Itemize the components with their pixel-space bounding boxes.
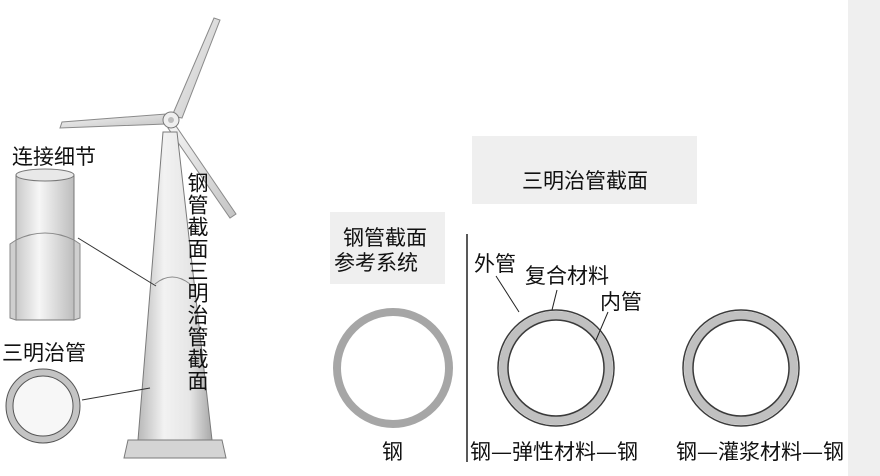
- title-background: [472, 136, 697, 204]
- outer-tube-label: 外管: [474, 252, 516, 276]
- composite-material-label: 复合材料: [525, 264, 609, 288]
- reference-label-background: [330, 212, 445, 284]
- steel-ring: [333, 308, 453, 428]
- sandwich-tube-cross-section: [5, 368, 81, 444]
- outer-tube-leader: [495, 275, 520, 313]
- inner-tube-label: 内管: [600, 290, 642, 314]
- right-edge-panel: [848, 0, 880, 476]
- steel-grout-steel-ring: [682, 309, 800, 427]
- sandwich-leader-line: [81, 387, 151, 401]
- reference-label-line2: 参考系统: [334, 251, 418, 275]
- tower-joint-line: [154, 276, 191, 285]
- connection-detail-tube: [9, 168, 81, 321]
- reference-label-line1: 钢管截面: [343, 226, 427, 250]
- connection-detail-label: 连接细节: [12, 145, 96, 169]
- steel-grout-steel-caption: 钢—灌浆材料—钢: [676, 440, 844, 464]
- figure-title: 三明治管截面: [522, 169, 648, 193]
- composite-leader: [551, 289, 558, 311]
- wind-turbine: [59, 17, 237, 459]
- turbine-blade-up: [171, 17, 221, 119]
- vertical-caption: 钢管截面三明治管截面: [185, 172, 209, 392]
- steel-elastic-steel-ring: [497, 309, 615, 427]
- inner-tube-leader: [595, 311, 609, 341]
- steel-caption: 钢: [382, 440, 403, 464]
- turbine-foundation: [123, 439, 227, 459]
- steel-elastic-steel-caption: 钢—弹性材料—钢: [470, 440, 638, 464]
- sandwich-tube-label: 三明治管: [2, 341, 86, 365]
- connection-leader-line: [77, 237, 157, 287]
- turbine-blade-left: [59, 113, 167, 129]
